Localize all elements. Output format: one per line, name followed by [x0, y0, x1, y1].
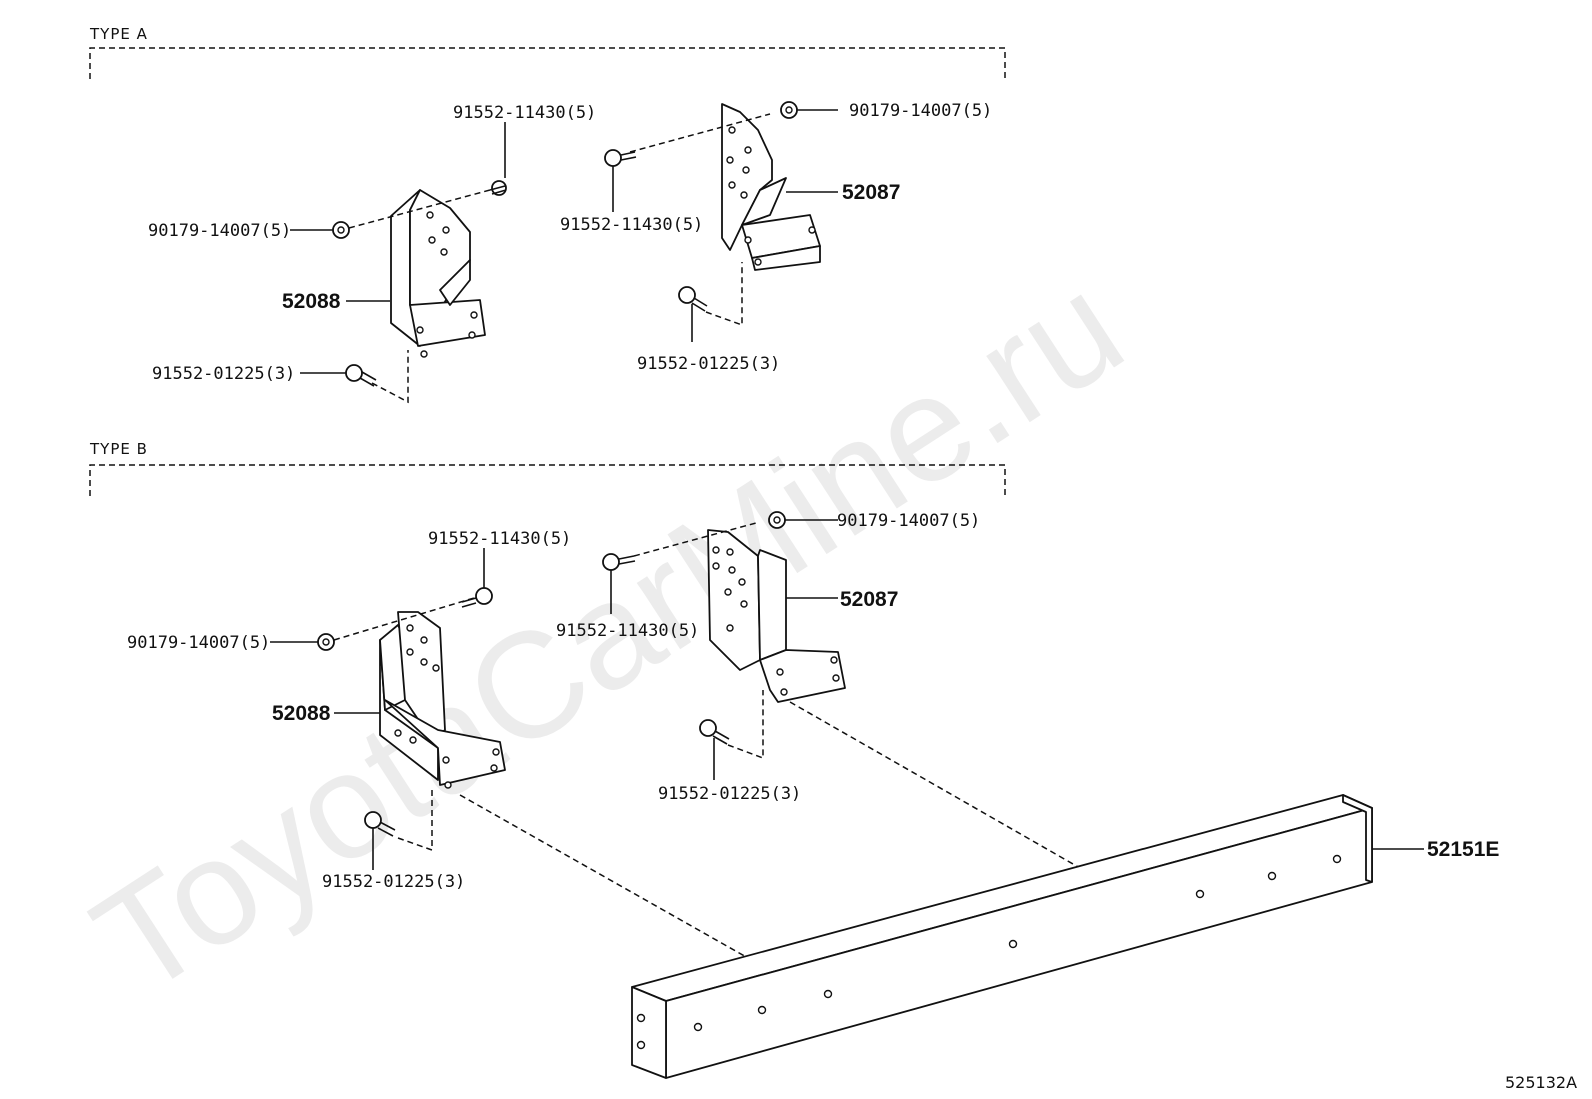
- label-a-bolt-lower-left: 91552-01225(3): [152, 364, 295, 384]
- label-b-bolt-lower-left: 91552-01225(3): [322, 872, 465, 892]
- label-b-bolt-upper-left: 91552-11430(5): [428, 529, 571, 549]
- label-a-bracket-left: 52088: [282, 290, 341, 313]
- type-b-bolt-lower-right: [699, 719, 730, 745]
- type-b-bracket-52087: [707, 529, 846, 703]
- type-a-bracket-52088: [390, 189, 486, 358]
- label-b-nut-right: 90179-14007(5): [837, 511, 980, 531]
- label-a-nut-left: 90179-14007(5): [148, 221, 291, 241]
- type-a-bracket-52087: [721, 103, 821, 271]
- type-a-nut-right: [780, 101, 798, 119]
- crossmember-52151E: [631, 794, 1373, 1079]
- type-b-nut-right: [768, 511, 786, 529]
- label-a-bolt-lower-right: 91552-01225(3): [637, 354, 780, 374]
- type-a-bolt-upper-left: [489, 180, 507, 196]
- section-bracket-type-a: [89, 47, 1006, 79]
- section-bracket-type-b: [89, 464, 1006, 496]
- label-a-nut-right: 90179-14007(5): [849, 101, 992, 121]
- label-a-bolt-upper-left: 91552-11430(5): [453, 103, 596, 123]
- type-b-nut-left: [317, 633, 335, 651]
- type-b-bolt-lower-left: [364, 811, 396, 837]
- label-b-bolt-upper-right: 91552-11430(5): [556, 621, 699, 641]
- label-a-bracket-right: 52087: [842, 181, 900, 204]
- type-a-nut-left: [332, 221, 350, 239]
- label-b-bracket-right: 52087: [840, 588, 898, 611]
- type-b-bracket-52088: [379, 611, 506, 789]
- label-crossmember: 52151E: [1427, 838, 1499, 861]
- type-a-bolt-lower-left: [345, 364, 377, 387]
- diagram-reference-number: 525132A: [1505, 1073, 1577, 1092]
- label-b-bracket-left: 52088: [272, 702, 331, 725]
- label-a-bolt-upper-right: 91552-11430(5): [560, 215, 703, 235]
- section-label-type-a: TYPE A: [89, 25, 148, 43]
- section-label-type-b: TYPE B: [89, 440, 148, 458]
- label-b-bolt-lower-right: 91552-01225(3): [658, 784, 801, 804]
- type-b-bolt-upper-left: [461, 587, 493, 608]
- type-a-bolt-lower-right: [678, 286, 708, 312]
- label-b-nut-left: 90179-14007(5): [127, 633, 270, 653]
